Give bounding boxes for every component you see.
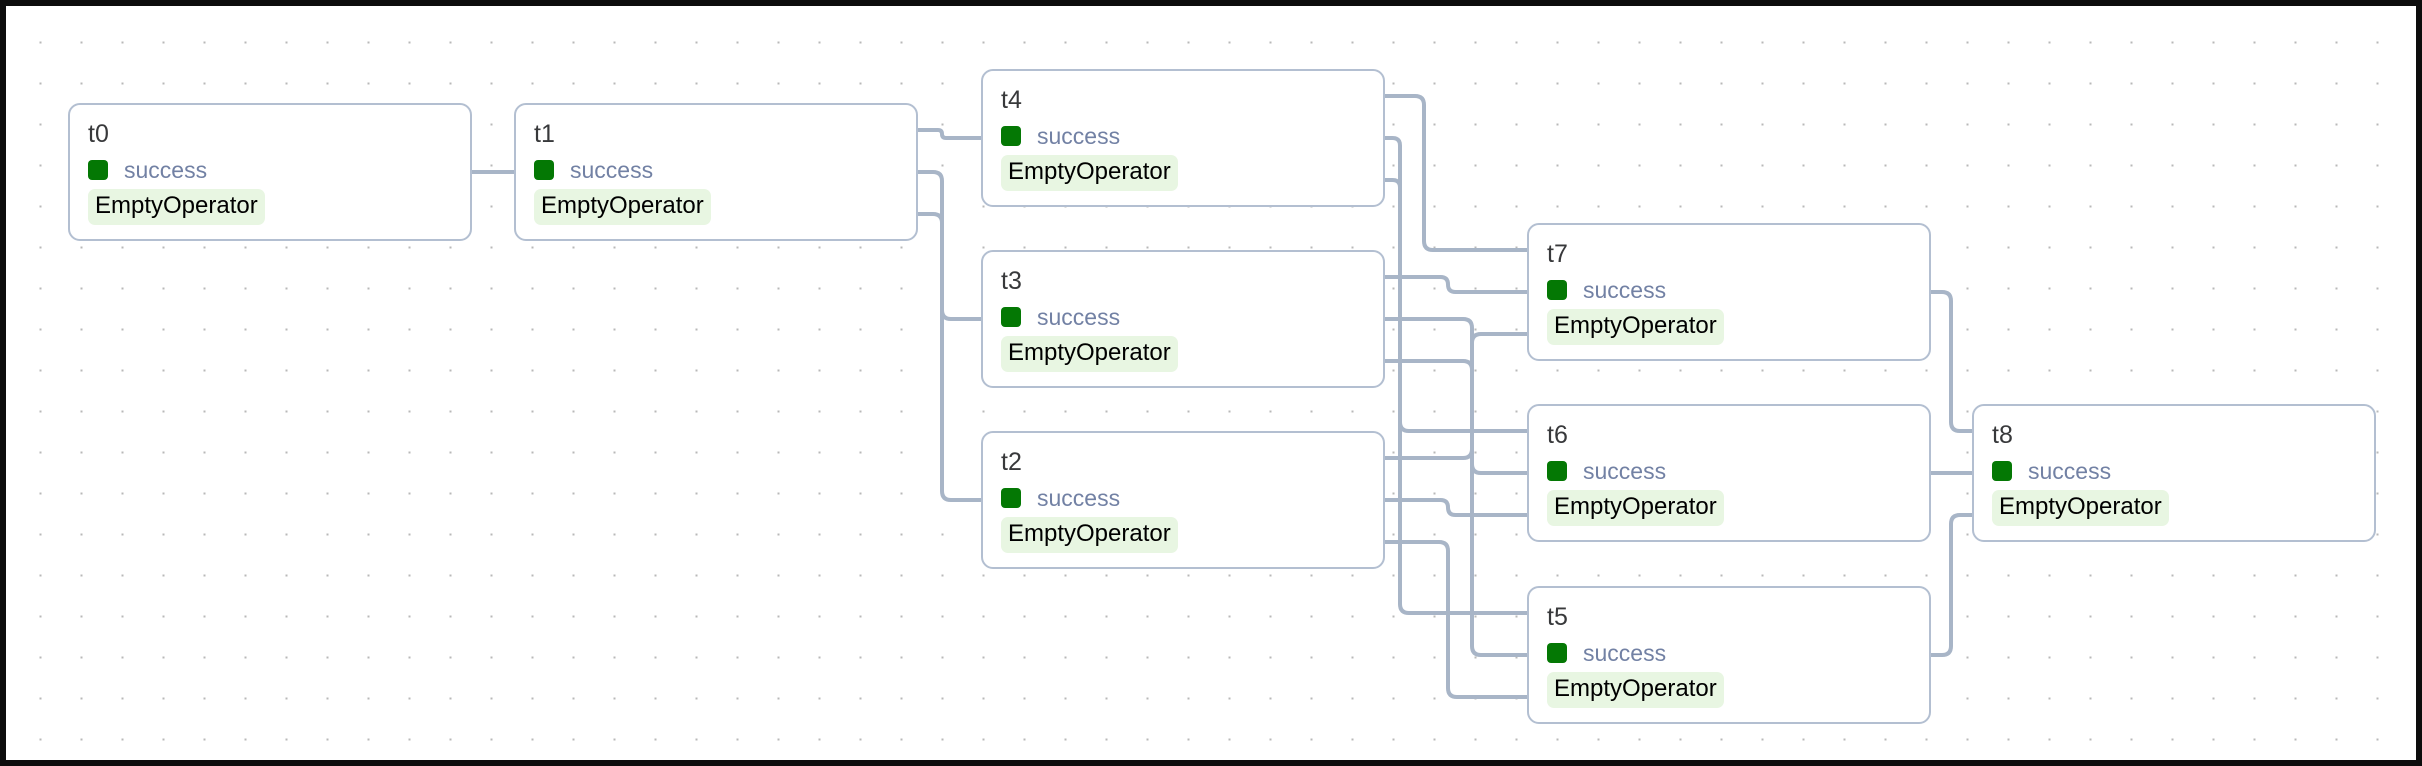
task-status-label: success <box>1583 640 1667 666</box>
task-status-label: success <box>2028 458 2112 484</box>
task-operator-badge: EmptyOperator <box>1547 490 1724 526</box>
task-status-label: success <box>1037 123 1121 149</box>
task-status-label: success <box>1583 458 1667 484</box>
task-operator-badge: EmptyOperator <box>88 189 265 225</box>
task-status-row: success <box>1001 485 1365 511</box>
edge-t2-to-t7 <box>1385 332 1527 460</box>
task-node-title: t1 <box>534 120 556 148</box>
task-status-row: success <box>88 157 452 183</box>
edge-t3-to-t7 <box>1385 275 1527 294</box>
task-status-row: success <box>1001 304 1365 330</box>
task-status-label: success <box>1037 485 1121 511</box>
status-success-icon <box>534 160 554 180</box>
edge-t1-to-t2 <box>918 212 981 502</box>
status-success-icon <box>1992 461 2012 481</box>
status-success-icon <box>1001 126 1021 146</box>
task-status-label: success <box>124 157 208 183</box>
task-status-row: success <box>1547 640 1911 666</box>
edge-t1-to-t3 <box>918 170 981 321</box>
edge-t3-to-t6 <box>1385 317 1527 475</box>
edge-t3-to-t5 <box>1385 359 1527 657</box>
edge-t2-to-t6 <box>1385 498 1527 517</box>
task-operator-badge: EmptyOperator <box>534 189 711 225</box>
status-success-icon <box>1001 488 1021 508</box>
task-status-label: success <box>1037 304 1121 330</box>
task-status-row: success <box>534 157 898 183</box>
task-operator-badge: EmptyOperator <box>1001 155 1178 191</box>
task-node-title: t5 <box>1547 603 1569 631</box>
status-success-icon <box>1547 461 1567 481</box>
task-operator-badge: EmptyOperator <box>1992 490 2169 526</box>
status-success-icon <box>1001 307 1021 327</box>
edge-t2-to-t5 <box>1385 540 1527 699</box>
edge-t5-to-t8 <box>1931 513 1972 657</box>
edge-t4-to-t5 <box>1385 178 1527 615</box>
task-status-row: success <box>1992 458 2356 484</box>
task-status-label: success <box>1583 277 1667 303</box>
status-success-icon <box>1547 643 1567 663</box>
task-node-title: t4 <box>1001 86 1023 114</box>
task-node-title: t2 <box>1001 448 1023 476</box>
task-node-title: t8 <box>1992 421 2014 449</box>
task-node-title: t3 <box>1001 267 1023 295</box>
status-success-icon <box>1547 280 1567 300</box>
task-status-row: success <box>1547 458 1911 484</box>
task-status-row: success <box>1547 277 1911 303</box>
task-operator-badge: EmptyOperator <box>1001 336 1178 372</box>
task-operator-badge: EmptyOperator <box>1001 517 1178 553</box>
task-node-title: t0 <box>88 120 110 148</box>
task-node-title: t6 <box>1547 421 1569 449</box>
task-node-title: t7 <box>1547 240 1569 268</box>
task-status-row: success <box>1001 123 1365 149</box>
task-operator-badge: EmptyOperator <box>1547 309 1724 345</box>
task-operator-badge: EmptyOperator <box>1547 672 1724 708</box>
status-success-icon <box>88 160 108 180</box>
task-status-label: success <box>570 157 654 183</box>
edge-t4-to-t6 <box>1385 136 1527 433</box>
edge-t1-to-t4 <box>918 128 981 140</box>
edge-t4-to-t7 <box>1385 94 1527 252</box>
edge-t7-to-t8 <box>1931 290 1972 433</box>
